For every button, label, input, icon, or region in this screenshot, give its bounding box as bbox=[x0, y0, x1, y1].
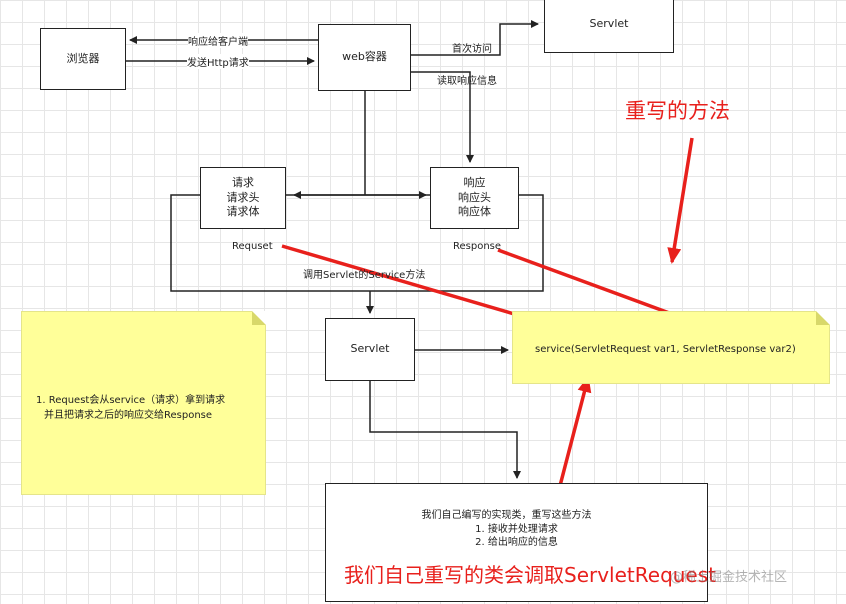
impl-line-1: 我们自己编写的实现类，重写这些方法 bbox=[421, 510, 592, 522]
browser-label: 浏览器 bbox=[66, 51, 100, 65]
arrow-read-response bbox=[411, 71, 474, 163]
servlet-top-box: Servlet bbox=[544, 0, 674, 53]
override-method-annotation: 重写的方法 bbox=[625, 99, 730, 123]
web-container-box: web容器 bbox=[318, 24, 411, 91]
request-box: 请求 请求头 请求体 bbox=[200, 167, 286, 229]
label-request: Requset bbox=[232, 241, 273, 252]
label-call-service: 调用Servlet的Service方法 bbox=[303, 270, 426, 281]
label-read-response: 读取响应信息 bbox=[437, 76, 497, 87]
label-respond-to-client: 响应给客户端 bbox=[188, 33, 248, 48]
service-note-fold bbox=[816, 311, 830, 325]
service-signature: service(ServletRequest var1, ServletResp… bbox=[535, 344, 796, 355]
servlet-mid-label: Servlet bbox=[350, 342, 390, 356]
arrow-to-impl bbox=[369, 381, 521, 479]
web-container-label: web容器 bbox=[342, 50, 387, 64]
service-call-container bbox=[170, 194, 544, 292]
request-line-3: 请求体 bbox=[226, 205, 260, 219]
request-line-1: 请求 bbox=[232, 175, 254, 189]
browser-box: 浏览器 bbox=[40, 28, 126, 90]
bottom-annotation: 我们自己重写的类会调取ServletRequest bbox=[344, 563, 717, 587]
label-response: Response bbox=[453, 241, 502, 252]
left-note-fold bbox=[252, 311, 266, 325]
service-note: service(ServletRequest var1, ServletResp… bbox=[512, 311, 830, 384]
impl-line-2: 1. 接收并处理请求 bbox=[475, 523, 558, 535]
response-line-3: 响应体 bbox=[458, 205, 491, 219]
left-note-line-2: 并且把请求之后的响应交给Response bbox=[44, 410, 213, 421]
servlet-mid-box: Servlet bbox=[325, 318, 415, 381]
label-first-visit: 首次访问 bbox=[452, 44, 492, 55]
left-note: 1. Request会从service（请求）拿到请求 并且把请求之后的响应交给… bbox=[21, 311, 266, 495]
response-line-1: 响应 bbox=[463, 175, 486, 189]
impl-line-3: 2. 给出响应的信息 bbox=[475, 537, 558, 549]
response-line-2: 响应头 bbox=[458, 190, 491, 204]
left-note-line-1: 1. Request会从service（请求）拿到请求 bbox=[36, 395, 226, 406]
arrow-first-visit bbox=[411, 20, 539, 56]
label-send-http: 发送Http请求 bbox=[187, 54, 249, 69]
request-line-2: 请求头 bbox=[226, 190, 260, 204]
red-arrow-override bbox=[667, 137, 694, 264]
watermark: @稀土掘金技术社区 bbox=[670, 570, 788, 585]
servlet-top-label: Servlet bbox=[589, 16, 629, 30]
impl-box: 我们自己编写的实现类，重写这些方法 1. 接收并处理请求 2. 给出响应的信息 bbox=[325, 483, 708, 602]
response-box: 响应 响应头 响应体 bbox=[430, 167, 519, 229]
